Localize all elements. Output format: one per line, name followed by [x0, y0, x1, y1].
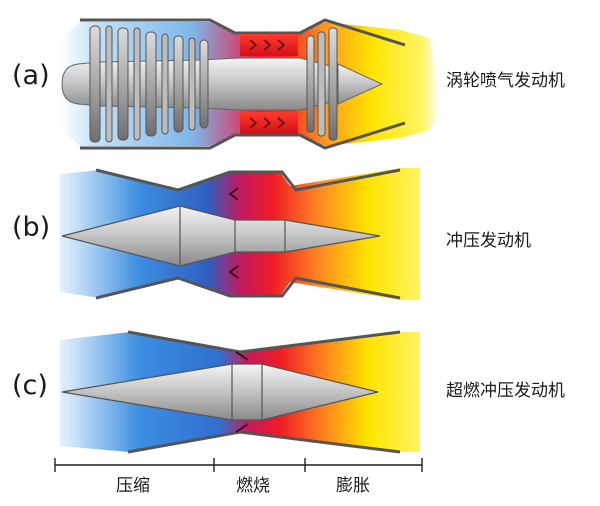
panel-b-tag: (b) — [12, 212, 50, 243]
panel-a-compressor-blades — [89, 25, 209, 143]
stage-bracket — [54, 458, 423, 472]
panel-b-casing-top — [95, 168, 401, 192]
stage-label-compression: 压缩 — [116, 476, 150, 496]
panel-a-turbine-blades — [306, 27, 338, 141]
stage-label-combustion: 燃烧 — [236, 476, 270, 496]
panel-c-engine-name: 超燃冲压发动机 — [446, 381, 565, 401]
panel-c-casing-bottom — [127, 430, 401, 454]
panel-c-scramjet — [60, 330, 420, 454]
panel-a-casing-bottom — [80, 121, 406, 150]
panel-a-casing-top — [80, 18, 406, 47]
panel-a-turbojet — [60, 18, 440, 150]
panel-a-exhaust-cone — [337, 63, 384, 105]
panel-b-center-body — [61, 205, 381, 267]
panel-a-engine-name: 涡轮喷气发动机 — [446, 71, 565, 91]
panel-c-casing-top — [127, 330, 401, 354]
panel-c-tag: (c) — [12, 370, 48, 401]
panel-b-engine-name: 冲压发动机 — [446, 231, 531, 251]
panel-b-ramjet — [60, 168, 420, 300]
panel-b-casing-bottom — [95, 276, 401, 300]
panel-a-tag: (a) — [12, 60, 50, 91]
stage-label-expansion: 膨胀 — [336, 476, 370, 496]
